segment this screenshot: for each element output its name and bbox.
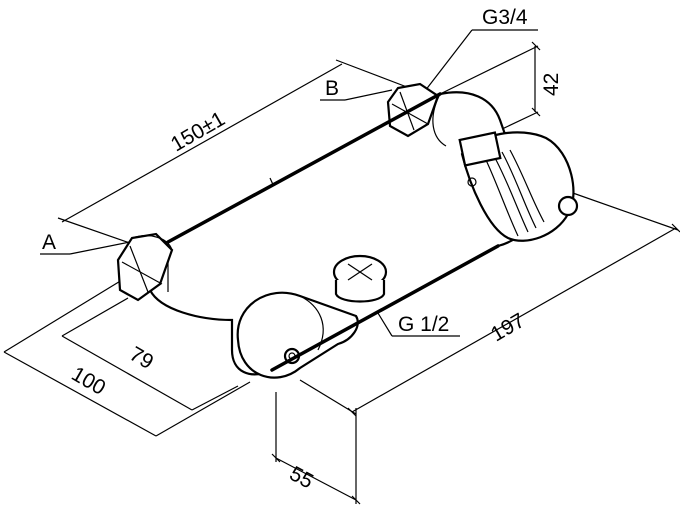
dimension-length: [299, 191, 680, 417]
dimension-outlet-offset: [61, 297, 239, 411]
callout-a: [40, 241, 131, 255]
thermostat-knob: [458, 131, 579, 242]
diverter-handle: [236, 291, 359, 379]
inlet-a-nut: [116, 232, 174, 302]
callout-a-label: A: [42, 231, 56, 254]
outlet-cap: [332, 254, 388, 303]
dimension-depth: [435, 41, 541, 131]
callout-b: [320, 89, 393, 101]
callout-b-label: B: [325, 77, 339, 100]
dimension-total-depth-label: 100: [68, 362, 110, 399]
dimension-depth-label: 42: [540, 73, 563, 96]
callout-g12-label: G 1/2: [398, 313, 449, 336]
dimension-total-depth: [3, 279, 251, 437]
callout-g34-label: G3/4: [482, 6, 528, 29]
dimension-centers-label: 150±1: [167, 107, 229, 156]
dimension-outlet-offset-label: 79: [126, 342, 158, 374]
dimension-outlet-spacing: [271, 392, 361, 505]
dimension-outlet-spacing-label: 55: [286, 462, 317, 493]
mixer-body: [116, 82, 579, 379]
callout-g34: [417, 29, 538, 101]
